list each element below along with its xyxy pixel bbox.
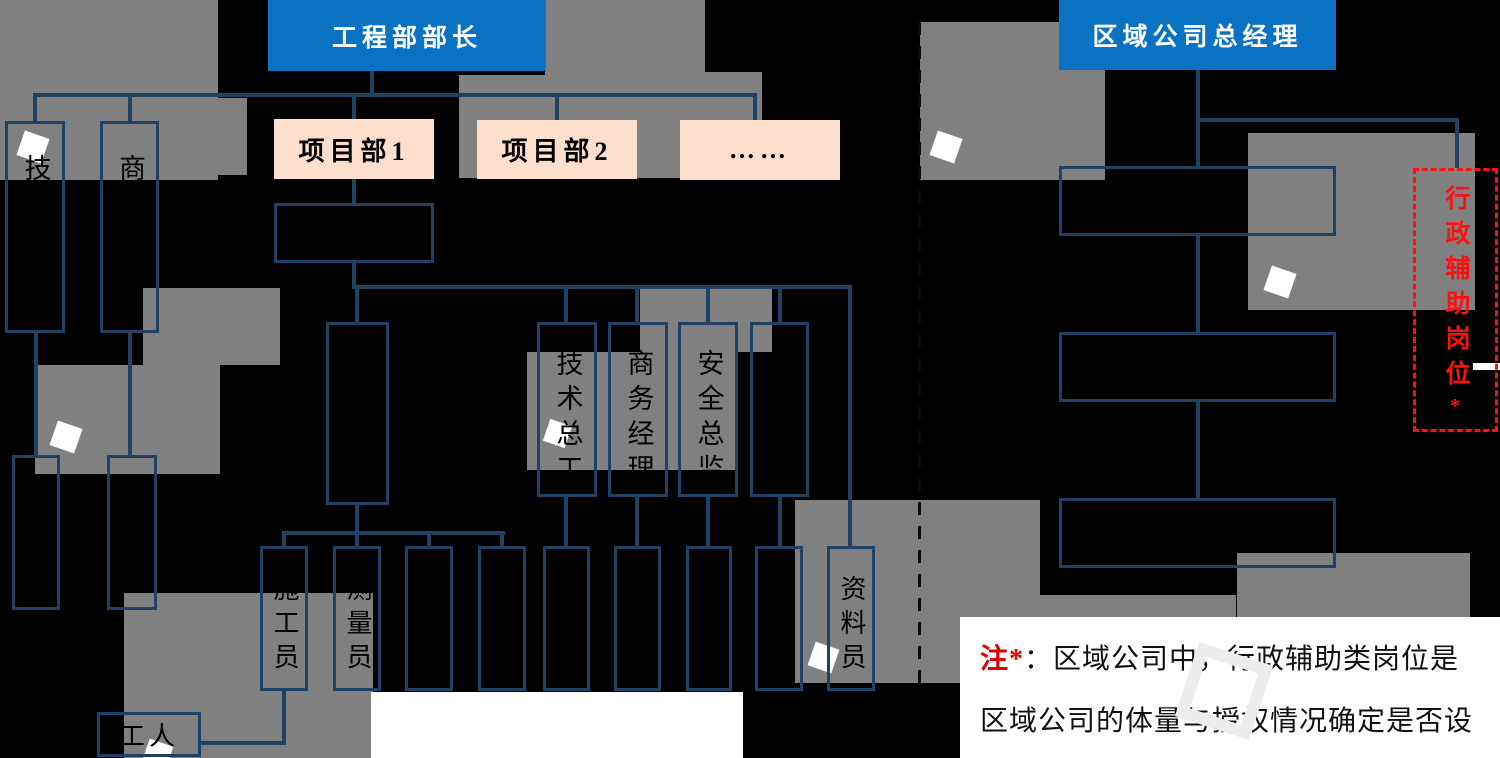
org-box-label: 行政辅助岗位*	[1442, 171, 1469, 429]
connector-line	[355, 289, 359, 322]
connector-line	[427, 531, 431, 546]
org-box-regional-gm: 区域公司总经理	[1059, 0, 1336, 70]
connector-line	[778, 497, 782, 546]
org-box-commercial-manager: 商务经理	[608, 322, 668, 497]
org-box-chief-engineer: 技术总工	[537, 322, 597, 497]
connector-line	[564, 289, 568, 322]
connector-line	[555, 93, 559, 120]
connector-line	[564, 497, 568, 546]
org-box-unlabeled	[478, 546, 526, 691]
org-box-unlabeled	[543, 546, 590, 691]
org-box-label: 安全总监	[693, 349, 724, 489]
org-box-label: 技术总工	[552, 349, 583, 489]
watermark-white-dash	[1473, 363, 1500, 370]
org-box-label: 商	[115, 154, 145, 189]
connector-line	[706, 289, 710, 322]
org-box-unlabeled	[614, 546, 661, 691]
org-box-unlabeled	[1059, 498, 1336, 568]
connector-line	[1196, 236, 1200, 332]
connector-line	[778, 289, 782, 322]
connector-line	[1196, 118, 1459, 122]
connector-line	[34, 333, 38, 455]
watermark-gray-block	[218, 98, 247, 175]
connector-line	[128, 333, 132, 455]
org-box-comm-dept: 商	[100, 121, 159, 333]
org-box-project-dept-1: 项目部1	[274, 119, 434, 179]
org-box-label: 资料员	[837, 575, 866, 677]
connector-line	[33, 93, 37, 121]
connector-line	[352, 179, 356, 203]
org-box-label: 商务经理	[623, 349, 654, 489]
connector-line	[706, 497, 710, 546]
footnote-colon: ：	[1024, 644, 1054, 675]
connector-line	[128, 93, 132, 121]
footnote-marker: 注*	[980, 644, 1025, 675]
org-box-unlabeled	[107, 455, 157, 610]
watermark-gray-block	[1237, 553, 1470, 617]
watermark-white-strip	[371, 692, 743, 758]
org-box-unlabeled	[405, 546, 453, 691]
org-box-label: 区域公司总经理	[1092, 24, 1303, 51]
connector-line	[1455, 122, 1459, 168]
org-box-label: ……	[729, 135, 791, 164]
org-box-unlabeled	[755, 546, 803, 691]
org-box-engineering-dept-head: 工程部部长	[268, 0, 546, 71]
connector-line	[352, 263, 356, 289]
admin-aux-text: 行政辅助岗位	[1442, 185, 1469, 395]
org-box-unlabeled	[1059, 166, 1336, 236]
org-box-unlabeled	[326, 322, 389, 505]
org-box-unlabeled	[750, 322, 809, 497]
connector-line	[282, 531, 505, 535]
connector-line	[282, 531, 286, 546]
org-box-label: 项目部1	[298, 136, 410, 166]
watermark-gray-block	[545, 0, 705, 75]
connector-line	[282, 691, 286, 745]
connector-line	[201, 741, 286, 745]
org-box-admin-aux: 行政辅助岗位*	[1413, 168, 1498, 432]
connector-line	[500, 531, 504, 546]
connector-line	[33, 93, 757, 97]
org-box-label: 工人	[118, 722, 179, 751]
org-box-safety-director: 安全总监	[678, 322, 738, 497]
connector-line	[1196, 402, 1200, 498]
org-box-unlabeled	[686, 546, 732, 691]
org-box-project-dept-more: ……	[680, 120, 840, 180]
org-box-project-dept-2: 项目部2	[477, 120, 637, 179]
section-divider-dashed	[918, 22, 921, 692]
admin-aux-asterisk: *	[1444, 395, 1466, 417]
connector-line	[635, 289, 639, 322]
org-box-label: 技	[20, 154, 51, 189]
org-box-label: 项目部2	[501, 137, 613, 166]
org-box-label: 施工员	[270, 575, 299, 677]
org-box-label: 工程部部长	[331, 24, 482, 52]
footnote-box: 注*：区域公司中，行政辅助类岗位是区域公司的体量与授权情况确定是否设置	[960, 617, 1500, 758]
watermark-gray-block	[143, 288, 280, 365]
org-box-worker: 工人	[97, 712, 201, 757]
connector-line	[355, 531, 359, 546]
connector-line	[352, 285, 852, 289]
org-box-documenter: 资料员	[827, 546, 875, 691]
watermark-gray-block	[1036, 595, 1236, 617]
connector-line	[848, 285, 852, 546]
org-box-surveyor: 测量员	[333, 546, 381, 691]
footnote-text: 区域公司中，行政辅助类岗位是区域公司的体量与授权情况确定是否设置	[980, 644, 1474, 737]
watermark-gray-block	[124, 593, 373, 758]
connector-line	[355, 505, 359, 533]
watermark-gray-block	[527, 352, 737, 470]
connector-line	[753, 93, 757, 120]
org-box-label: 测量员	[343, 575, 372, 677]
connector-line	[352, 93, 356, 119]
org-box-tech-dept: 技	[5, 121, 65, 333]
connector-line	[370, 71, 374, 95]
org-box-constructor: 施工员	[260, 546, 308, 691]
org-box-unlabeled	[12, 455, 60, 610]
connector-line	[635, 497, 639, 546]
org-box-project-manager	[274, 203, 434, 263]
org-box-unlabeled	[1059, 332, 1336, 402]
